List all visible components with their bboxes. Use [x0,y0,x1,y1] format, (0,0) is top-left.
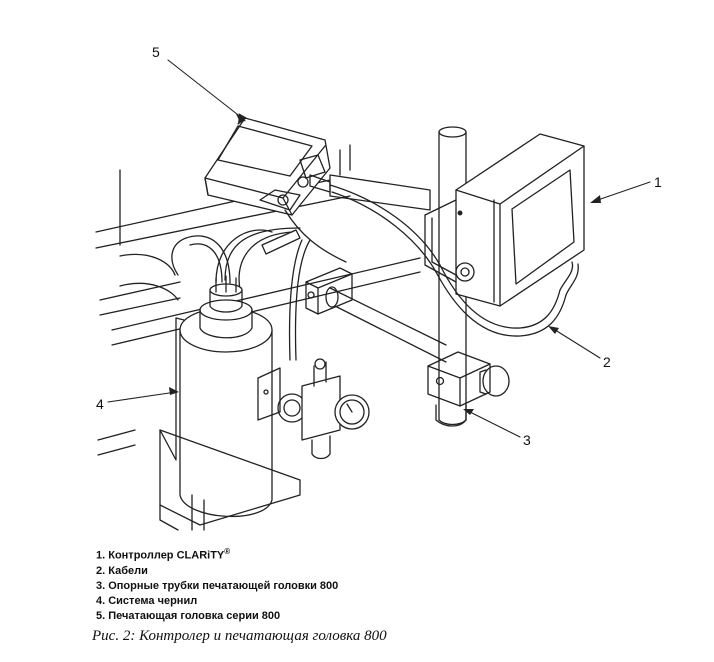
legend-item-3: 3. Опорные трубки печатающей головки 800 [96,579,339,592]
callout-4: 4 [96,396,104,412]
callout-2: 2 [603,354,611,370]
clarity-controller [204,117,331,216]
ink-system [159,275,301,531]
legend-item-1: 1. Контроллер CLARiTY® [96,547,231,562]
legend: 1. Контроллер CLARiTY® 2. Кабели 3. Опор… [96,544,338,624]
clamp-block [427,351,510,427]
callout-3: 3 [523,432,531,448]
leader-arrowheads [169,114,601,415]
horizontal-arm [305,267,447,363]
callout-1: 1 [654,174,662,190]
conveyor-frame [95,144,431,456]
figure-caption: Рис. 2: Контролер и печатающая головка 8… [92,628,387,644]
pressure-regulator [257,358,370,460]
legend-item-2: 2. Кабели [96,564,148,577]
cables [171,184,579,361]
callout-5: 5 [152,44,160,60]
registered-mark: ® [224,547,231,556]
legend-item-4: 4. Система чернил [96,594,198,607]
equipment-illustration [95,59,651,531]
printhead-800 [424,133,585,307]
legend-item-5: 5. Печатающая головка серии 800 [96,609,281,622]
